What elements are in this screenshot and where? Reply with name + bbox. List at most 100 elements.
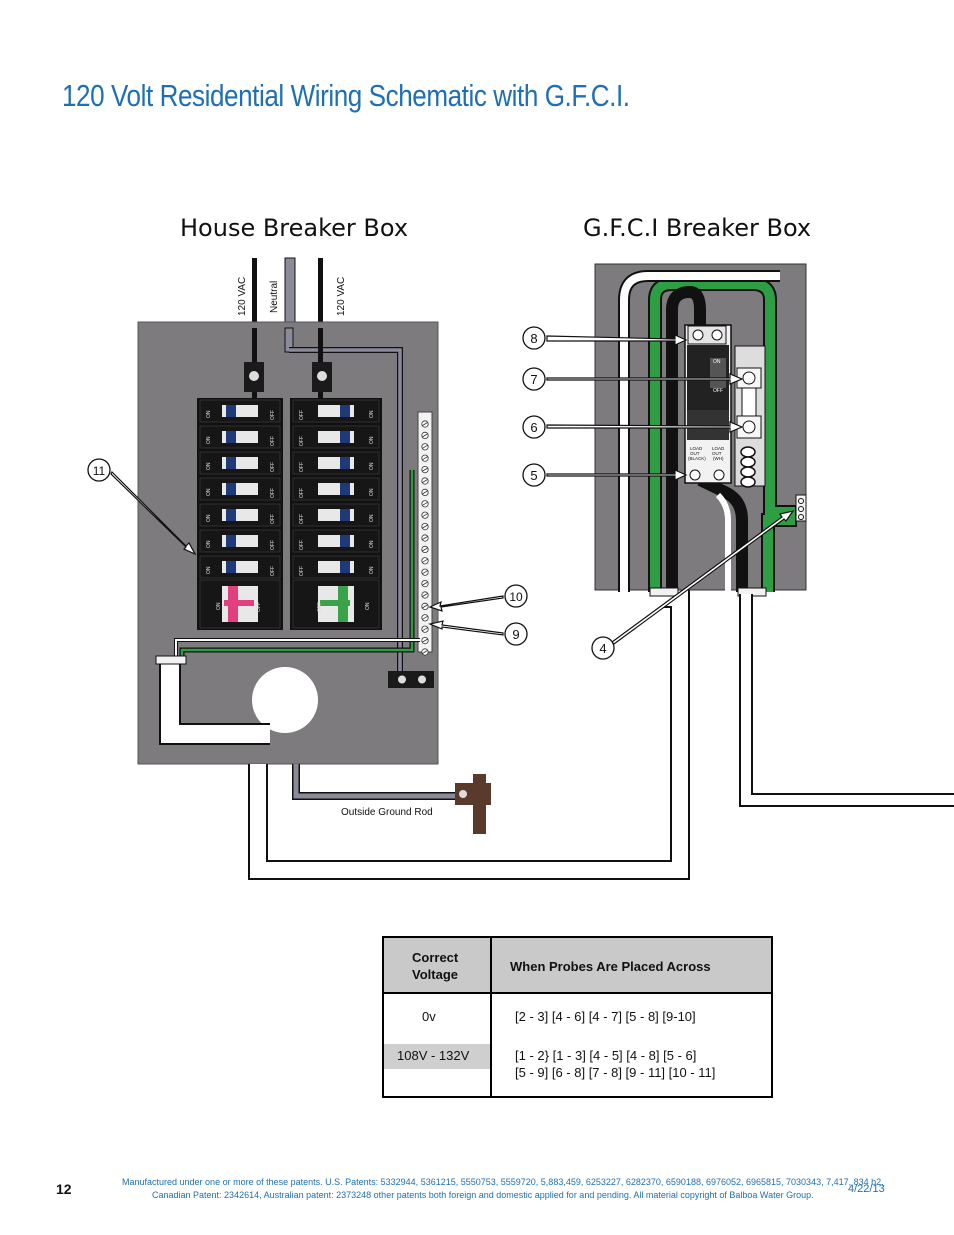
incoming-wire-right — [318, 258, 323, 328]
gfci-conduit-left — [649, 587, 679, 597]
breaker-on-label: ON — [206, 410, 212, 418]
arrow-9 — [428, 620, 504, 636]
footer-patents-line2: Canadian Patent: 2342614, Australian pat… — [152, 1190, 814, 1200]
incoming-wire-neutral — [284, 257, 296, 329]
breaker-off-label: OFF — [270, 566, 276, 576]
ground-rod-label: Outside Ground Rod — [341, 807, 433, 818]
breaker-on-label: ON — [206, 514, 212, 522]
bus-terminals — [421, 420, 429, 656]
incoming-wire-left — [252, 258, 257, 328]
arrow-4 — [611, 510, 795, 645]
table-header — [384, 938, 771, 994]
breaker-off-label: OFF — [299, 462, 305, 472]
breaker-right-0[interactable]: ON OFF — [292, 399, 380, 423]
breaker-on-label: ON — [369, 410, 375, 418]
breaker-left-4[interactable]: ON OFF — [199, 503, 281, 527]
breaker-off-label: OFF — [299, 514, 305, 524]
gfci-outgoing-conduit — [739, 594, 954, 807]
probe-label-4: 4 — [599, 641, 606, 656]
breaker-off-label: OFF — [270, 436, 276, 446]
arrow-5 — [546, 469, 688, 481]
gfci-load-black-label-3: (BLACK) — [688, 456, 706, 461]
gfci-load-screw-white — [713, 469, 725, 481]
row1-voltage: 0v — [422, 1009, 436, 1024]
breaker-on-label: ON — [369, 540, 375, 548]
gfci-load-white-label-3: (WH) — [713, 456, 724, 461]
breaker-off-label: OFF — [256, 602, 262, 612]
breaker-on-label: ON — [369, 436, 375, 444]
breaker-off-label: OFF — [299, 436, 305, 446]
probe-label-6: 6 — [530, 420, 537, 435]
breaker-left-0[interactable]: ON OFF — [199, 399, 281, 423]
row2-probes-line2: [5 - 9] [6 - 8] [7 - 8] [9 - 11] [10 - 1… — [515, 1065, 716, 1080]
breaker-on-label: ON — [369, 462, 375, 470]
breaker-off-label: OFF — [299, 488, 305, 498]
header-col1-line2: Voltage — [412, 967, 458, 982]
breaker-off-label: OFF — [270, 514, 276, 524]
breaker-off-label: OFF — [317, 602, 323, 612]
probe-label-8: 8 — [530, 331, 537, 346]
breaker-left-6[interactable]: ON OFF — [199, 555, 281, 579]
probe-label-10: 10 — [509, 590, 523, 604]
gfci-load-screw-black — [689, 469, 701, 481]
gfci-load-white-label-2: OUT — [712, 451, 722, 456]
breaker-on-label: ON — [206, 566, 212, 574]
wire-label-neutral: Neutral — [269, 281, 280, 313]
page-number: 12 — [56, 1181, 72, 1197]
breaker-off-label: OFF — [270, 462, 276, 472]
breaker-off-label: OFF — [270, 540, 276, 550]
breaker-on-label: ON — [369, 514, 375, 522]
breaker-on-label: ON — [206, 436, 212, 444]
breaker-off-label: OFF — [270, 410, 276, 420]
breaker-on-label: ON — [206, 462, 212, 470]
probe-label-11: 11 — [93, 464, 106, 478]
footer-date: 4/22/13 — [848, 1183, 885, 1195]
probe-callouts: 8 7 6 5 10 9 11 4 — [87, 326, 615, 660]
breaker-off-label: OFF — [270, 488, 276, 498]
row2-voltage: 108V - 132V — [397, 1048, 470, 1063]
ground-clamp — [388, 671, 434, 688]
gfci-load-black-label-2: OUT — [690, 451, 700, 456]
gfci-black-wire — [666, 285, 706, 592]
panel-knockout — [252, 667, 318, 733]
arrow-10 — [428, 595, 504, 612]
gfci-breaker-box-heading: G.F.C.I Breaker Box — [583, 214, 812, 242]
probe-label-9: 9 — [512, 627, 519, 642]
breaker-off-label: OFF — [299, 410, 305, 420]
breaker-right-6[interactable]: ON OFF — [292, 555, 380, 579]
breaker-right-4[interactable]: ON OFF — [292, 503, 380, 527]
arrow-7 — [546, 373, 744, 385]
house-breaker-box-heading: House Breaker Box — [180, 214, 409, 242]
double-pole-breaker-right[interactable]: ON OFF — [292, 579, 380, 629]
gfci-load-black-label-1: LOAD — [690, 446, 703, 451]
arrow-11 — [110, 470, 197, 556]
breaker-switches: ON OFF ON OFF ON OFF ON OFF ON OFF ON OFF ON OFF ON OFF… — [199, 399, 380, 629]
arrow-6 — [546, 421, 744, 433]
breaker-left-2[interactable]: ON OFF — [199, 451, 281, 475]
wire-label-120vac-left: 120 VAC — [237, 277, 248, 316]
row2-probes-line1: [1 - 2} [1 - 3] [4 - 5] [4 - 8] [5 - 6] — [515, 1048, 697, 1063]
wire-label-120vac-right: 120 VAC — [336, 277, 347, 316]
ground-rod-wire — [292, 764, 480, 800]
breaker-right-2[interactable]: ON OFF — [292, 451, 380, 475]
gfci-off-label: OFF — [713, 388, 723, 394]
breaker-left-1[interactable]: ON OFF — [199, 425, 281, 449]
voltage-table: Correct Voltage When Probes Are Placed A… — [382, 936, 773, 1098]
breaker-right-1[interactable]: ON OFF — [292, 425, 380, 449]
breaker-on-label: ON — [369, 566, 375, 574]
header-col1-line1: Correct — [412, 950, 459, 965]
arrow-8 — [546, 334, 688, 346]
footer-patents-line1: Manufactured under one or more of these … — [122, 1177, 884, 1187]
breaker-right-3[interactable]: ON OFF — [292, 477, 380, 501]
breaker-on-label: ON — [365, 602, 371, 610]
breaker-off-label: OFF — [299, 566, 305, 576]
breaker-on-label: ON — [369, 488, 375, 496]
row1-probes: [2 - 3] [4 - 6] [4 - 7] [5 - 8] [9-10] — [515, 1009, 696, 1024]
probe-label-5: 5 — [530, 468, 537, 483]
